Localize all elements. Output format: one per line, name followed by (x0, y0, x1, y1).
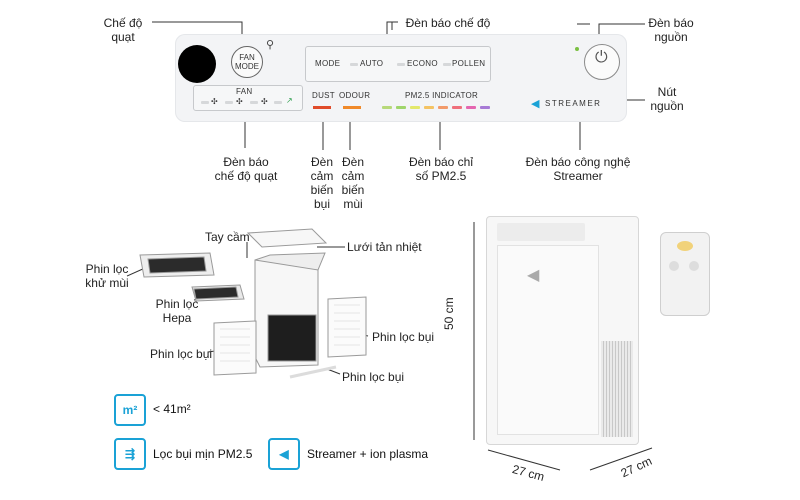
fan-dot-1 (201, 101, 209, 104)
fan-dot-4 (274, 101, 282, 104)
feature-area: < 41m² (153, 402, 191, 416)
streamer-icon: ◀ (531, 98, 540, 110)
power-button[interactable]: ⏻ (584, 44, 620, 80)
callout-pm25-indicator: Đèn báo chỉ số PM2.5 (408, 155, 474, 183)
pm25-label: PM2.5 INDICATOR (405, 91, 479, 100)
exploded-view-drawing (139, 228, 367, 379)
remote-button-right (689, 261, 699, 271)
mode-label: MODE (315, 59, 341, 68)
remote-control (660, 232, 710, 316)
purifier-logo-icon: ◀ (527, 267, 540, 284)
feature-pm25: Lọc bụi mịn PM2.5 (153, 447, 253, 461)
mode-auto: AUTO (360, 59, 384, 68)
area-icon-label: m² (122, 403, 138, 417)
sensor-window (178, 45, 216, 83)
callout-dust-sensor: Đèn cảm biến bụi (310, 155, 334, 211)
pm25-led-7 (466, 106, 476, 109)
fan-box (193, 85, 303, 111)
part-dust-filter-right: Phin lọc bụi (372, 330, 435, 344)
pm25-filter-glyph: ⇶ (124, 447, 136, 461)
part-deodorizing-filter: Phin lọc khử mùi (85, 262, 129, 290)
fan-label: FAN (236, 87, 253, 96)
dimension-height: 50 cm (442, 297, 456, 330)
mode-pollen: POLLEN (452, 59, 486, 68)
pm25-led-4 (424, 106, 434, 109)
remote-button-top (677, 241, 693, 251)
part-heat-grid: Lưới tản nhiệt (347, 240, 422, 254)
fan-speed-2-icon: ✣ (236, 97, 244, 106)
mode-dot-pollen (443, 63, 451, 66)
pm25-filter-icon: ⇶ (114, 438, 146, 470)
fan-dot-2 (225, 101, 233, 104)
pm25-led-6 (452, 106, 462, 109)
odour-label: ODOUR (339, 91, 371, 100)
part-dust-filter-left: Phin lọc bụi (150, 347, 213, 361)
part-dust-filter-bottom: Phin lọc bụi (342, 370, 405, 384)
remote-button-left (669, 261, 679, 271)
fan-speed-3-icon: ✣ (261, 97, 269, 106)
mode-econo: ECONO (407, 59, 438, 68)
callout-streamer-indicator: Đèn báo công nghệ Streamer (525, 155, 631, 183)
feature-streamer: Streamer + ion plasma (307, 447, 429, 461)
fan-dot-3 (250, 101, 258, 104)
fan-mode-button[interactable]: FAN MODE (231, 46, 263, 78)
callout-power-indicator: Đèn báo nguồn (648, 16, 694, 44)
purifier-front (497, 245, 599, 435)
dust-label: DUST (312, 91, 335, 100)
power-icon: ⏻ (595, 49, 608, 66)
callout-fan-mode-indicator: Đèn báo chế độ quạt (214, 155, 278, 183)
fan-turbo-icon: ↗ (286, 96, 294, 105)
pm25-led-3 (410, 106, 420, 109)
wrench-icon: ⚲ (266, 39, 275, 51)
pm25-led-2 (396, 106, 406, 109)
fan-mode-button-label: FAN MODE (235, 53, 259, 71)
pm25-color-bar (382, 106, 490, 109)
streamer-feature-icon: ◀ (268, 438, 300, 470)
odour-led (343, 106, 361, 109)
pm25-led-8 (480, 106, 490, 109)
part-handle: Tay cầm (205, 230, 250, 244)
fan-speed-1-icon: ✣ (211, 97, 219, 106)
callout-power-button: Nút nguồn (650, 85, 684, 113)
callout-mode-indicator: Đèn báo chế độ (405, 16, 491, 30)
streamer-feature-glyph: ◀ (279, 447, 289, 461)
purifier-side-grille (601, 341, 633, 437)
dust-led (313, 106, 331, 109)
callout-odour-sensor: Đèn cảm biến mùi (341, 155, 365, 211)
callout-fan-mode: Chế độ quạt (103, 16, 143, 44)
power-led (575, 47, 579, 51)
pm25-led-5 (438, 106, 448, 109)
mode-dot-auto (350, 63, 358, 66)
streamer-label: STREAMER (545, 99, 602, 108)
mode-dot-econo (397, 63, 405, 66)
air-purifier-unit: ◀ (486, 216, 639, 445)
purifier-top-panel (497, 223, 585, 241)
pm25-led-1 (382, 106, 392, 109)
part-hepa-filter: Phin lọc Hepa (155, 297, 199, 325)
area-icon: m² (114, 394, 146, 426)
